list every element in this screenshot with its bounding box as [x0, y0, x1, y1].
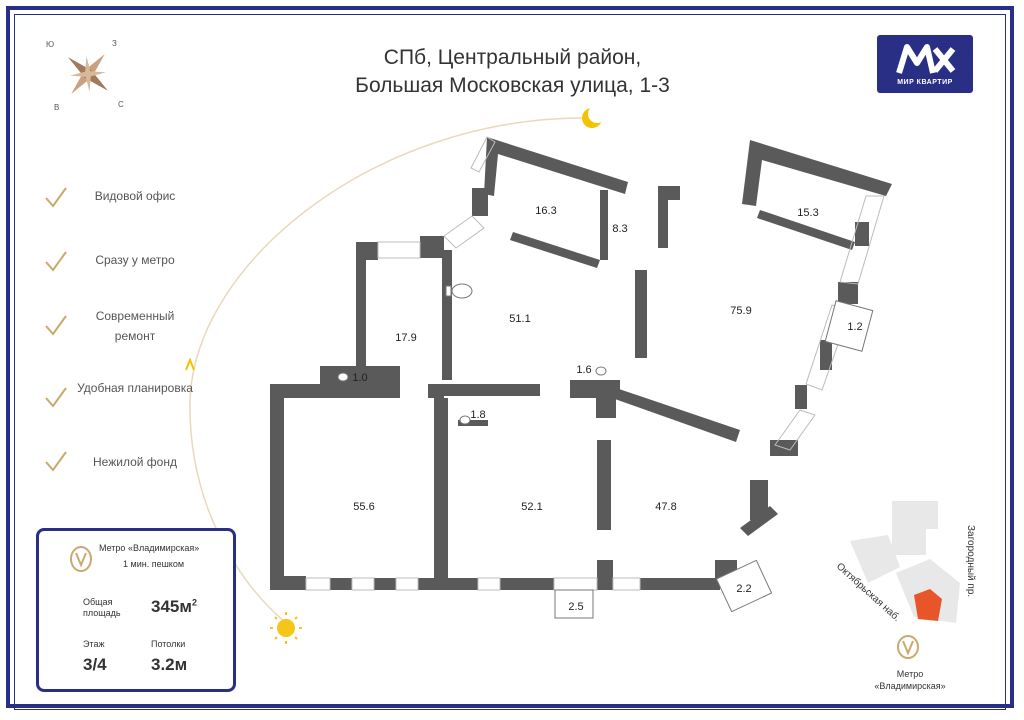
feature-item: Современный ремонт [38, 308, 193, 354]
room-area-label: 2.5 [568, 601, 583, 613]
room-area-label: 2.2 [736, 583, 751, 595]
room-area-label: 1.8 [470, 409, 485, 421]
ceiling-label: Потолки [151, 639, 186, 649]
title-line-2: Большая Московская улица, 1-3 [355, 74, 670, 97]
feature-label: Сразу у метро [95, 253, 175, 267]
map-buildings [850, 501, 960, 623]
metro-name: Метро «Владимирская» [99, 543, 200, 553]
compass-rose-icon: Ю З С В [46, 39, 124, 112]
feature-label: Нежилой фонд [93, 455, 177, 469]
feature-item: Нежилой фонд [38, 444, 193, 490]
room-area-label: 55.6 [353, 501, 374, 513]
floor-label: Этаж [83, 639, 105, 649]
outer-frame [6, 6, 1014, 708]
compass-label-n: Ю [46, 40, 54, 49]
check-icon [45, 315, 67, 336]
area-label-line-1: Общая [83, 597, 113, 607]
title-line-1: СПб, Центральный район, [383, 46, 642, 69]
room-area-label: 52.1 [521, 501, 542, 513]
moon-icon [582, 105, 606, 128]
room-area-label: 51.1 [509, 313, 530, 325]
area-unit-sup: 2 [191, 597, 197, 608]
logo-mark-icon [896, 44, 956, 74]
logo-text: МИР КВАРТИР [897, 79, 953, 86]
feature-label: Видовой офис [94, 189, 176, 203]
area-label-line-2: площадь [83, 608, 121, 618]
room-area-label: 15.3 [797, 207, 818, 219]
info-card: Метро «Владимирская» 1 мин. пешком Общая… [36, 528, 236, 692]
arrow-icon [185, 357, 195, 371]
check-icon [45, 387, 67, 408]
area-number: 345м [151, 597, 192, 616]
street-label: Загородный пр. [965, 525, 976, 597]
location-map: Загородный пр. Октябрьская наб. [834, 501, 976, 659]
feature-item: Видовой офис [38, 180, 193, 226]
windows [305, 136, 885, 591]
compass-label-e: З [112, 39, 117, 48]
brand-logo: МИР КВАРТИР [877, 35, 973, 93]
check-icon [45, 251, 67, 272]
map-metro-line-1: Метро [896, 669, 924, 679]
room-area-label: 1.6 [576, 364, 591, 376]
area-label: Общая площадь [83, 597, 121, 619]
compass-label-w: В [54, 103, 59, 112]
metro-logo-icon [70, 546, 92, 572]
feature-label: Современный ремонт [95, 309, 175, 343]
feature-item: Удобная планировка [38, 380, 193, 426]
check-icon [45, 451, 67, 472]
balconies [554, 300, 874, 619]
map-highlight-building [914, 589, 942, 621]
map-metro-line-2: «Владимирская» [874, 681, 946, 691]
toilet-icons [337, 283, 607, 425]
inner-frame [14, 14, 1006, 710]
sun-icon [270, 612, 302, 644]
room-area-label: 47.8 [655, 501, 676, 513]
floor-value: 3/4 [83, 655, 107, 674]
room-area-label: 1.2 [847, 321, 862, 333]
feature-item: Сразу у метро [38, 244, 193, 290]
check-icon [45, 187, 67, 208]
metro-walk-time: 1 мин. пешком [123, 559, 185, 569]
ceiling-value: 3.2м [151, 655, 188, 674]
map-metro-label: Метро «Владимирская» [862, 668, 958, 692]
metro-logo-icon [897, 635, 919, 659]
feature-label: Удобная планировка [77, 381, 193, 395]
room-area-label: 1.0 [352, 372, 367, 384]
room-area-label: 17.9 [395, 332, 416, 344]
room-area-label: 16.3 [535, 205, 556, 217]
room-area-label: 75.9 [730, 305, 751, 317]
walls [270, 137, 892, 590]
area-value: 345м2 [151, 597, 197, 617]
compass-label-s: С [118, 100, 124, 109]
room-area-label: 8.3 [612, 223, 627, 235]
page-title: СПб, Центральный район, Большая Московск… [300, 44, 725, 100]
